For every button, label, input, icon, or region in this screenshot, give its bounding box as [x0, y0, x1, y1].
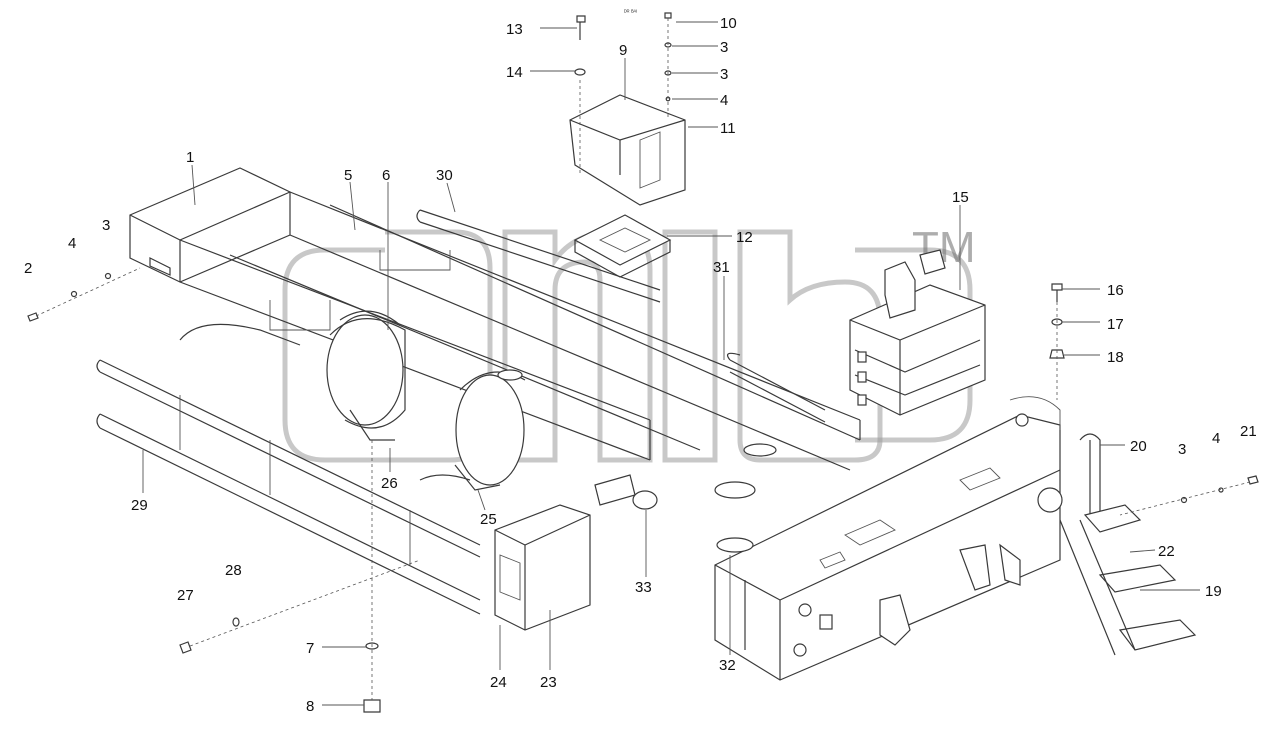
callout-17: 17 [1107, 316, 1124, 333]
hardware-right [179, 283, 1259, 713]
callout-20: 20 [1130, 438, 1147, 455]
callout-4a: 4 [68, 235, 76, 252]
frame-rail-main [179, 191, 861, 471]
callout-10: 10 [720, 15, 737, 32]
callout-labels: 1 2 3 3 3 3 4 4 4 5 6 7 8 9 10 11 12 13 … [24, 15, 1257, 715]
callout-29: 29 [131, 497, 148, 514]
callout-12: 12 [736, 229, 753, 246]
callout-33: 33 [635, 579, 652, 596]
callout-4c: 4 [1212, 430, 1220, 447]
callout-16: 16 [1107, 282, 1124, 299]
tank-and-straps [326, 310, 526, 491]
box-23 [494, 474, 636, 631]
tube-31 [727, 352, 826, 423]
callout-19: 19 [1205, 583, 1222, 600]
callout-14: 14 [506, 64, 523, 81]
callout-31: 31 [713, 259, 730, 276]
rear-frame-assembly [714, 396, 1063, 681]
callout-23: 23 [540, 674, 557, 691]
callout-1: 1 [186, 149, 194, 166]
callout-5: 5 [344, 167, 352, 184]
lower-tubes [96, 323, 481, 615]
mount-bracket-12 [573, 214, 672, 278]
callout-18: 18 [1107, 349, 1124, 366]
callout-27: 27 [177, 587, 194, 604]
callout-22: 22 [1158, 543, 1175, 560]
leader-lines [142, 21, 1200, 706]
callout-7: 7 [306, 640, 314, 657]
callout-3a: 3 [102, 217, 110, 234]
callout-30: 30 [436, 167, 453, 184]
callout-11: 11 [720, 120, 736, 137]
callout-3c: 3 [720, 66, 728, 83]
callout-4b: 4 [720, 92, 728, 109]
hardware-top: ᴰᴿ ᴮᴬᴵ [574, 8, 672, 175]
rings [632, 443, 777, 553]
step-ladder [1059, 433, 1197, 656]
top-cover-9 [569, 94, 686, 206]
corner-mark: ᴰᴿ ᴮᴬᴵ [624, 8, 637, 16]
callout-13: 13 [506, 21, 523, 38]
battery-box-cover [129, 167, 291, 283]
callout-9: 9 [619, 42, 627, 59]
callout-8: 8 [306, 698, 314, 715]
callout-24: 24 [490, 674, 507, 691]
callout-26: 26 [381, 475, 398, 492]
callout-28: 28 [225, 562, 242, 579]
callout-15: 15 [952, 189, 969, 206]
callout-32: 32 [719, 657, 736, 674]
callout-25: 25 [480, 511, 497, 528]
callout-21: 21 [1240, 423, 1257, 440]
callout-3b: 3 [720, 39, 728, 56]
callout-2: 2 [24, 260, 32, 277]
callout-3d: 3 [1178, 441, 1186, 458]
rack-15 [849, 249, 986, 416]
hardware-left [27, 267, 141, 322]
callout-6: 6 [382, 167, 390, 184]
